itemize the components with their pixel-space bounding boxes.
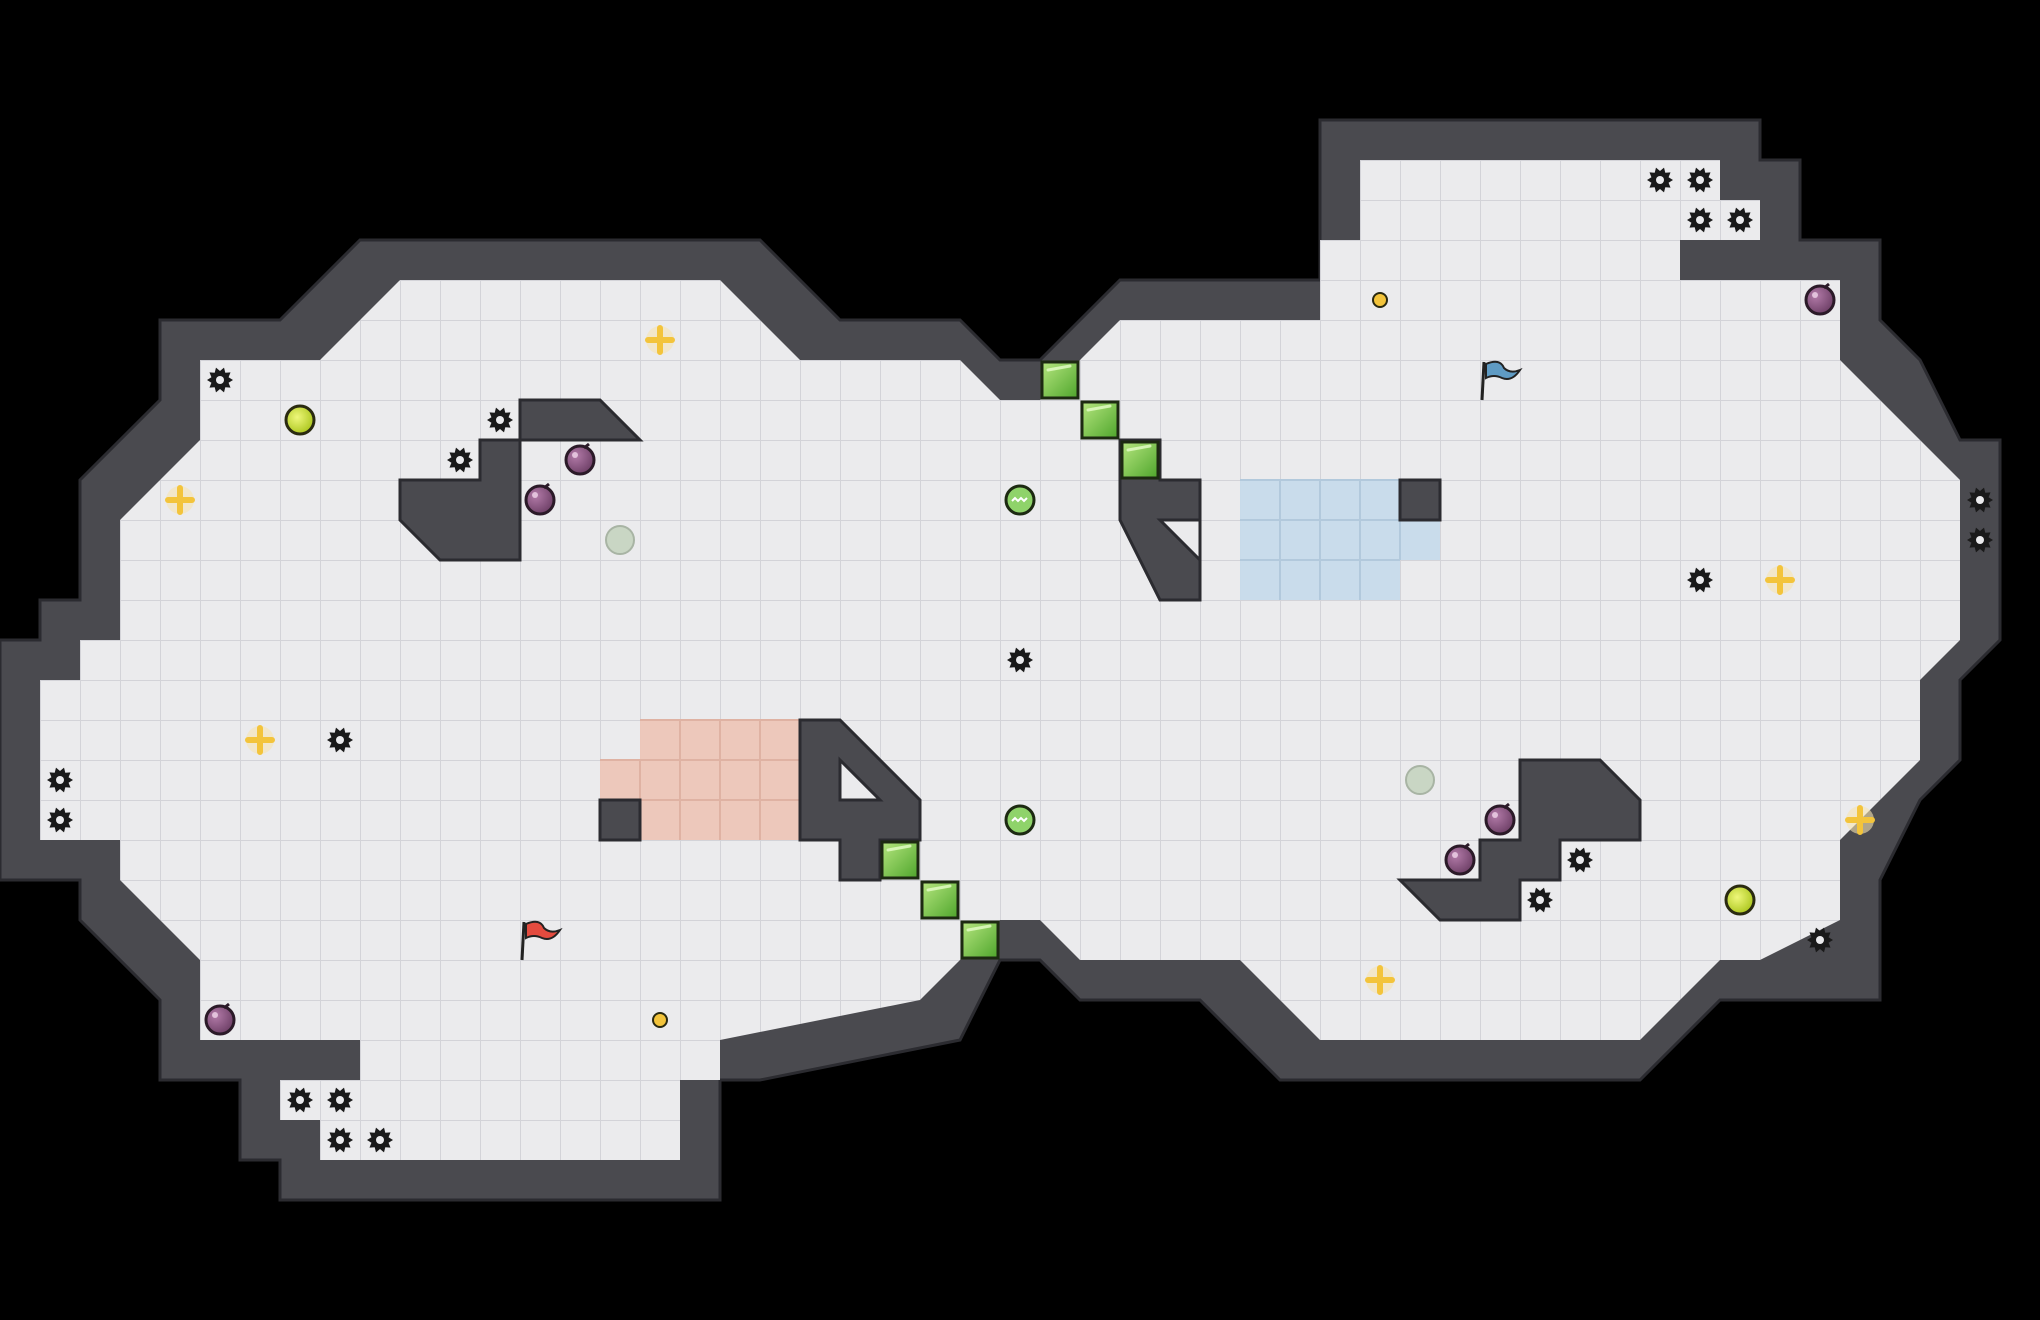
plus-icon [1845, 805, 1875, 835]
bomb-icon [1444, 842, 1476, 876]
gear-icon [1727, 207, 1753, 233]
gear-icon [1567, 847, 1593, 873]
gear-icon [1687, 167, 1713, 193]
plus-icon [165, 485, 195, 515]
gear-icon [47, 807, 73, 833]
grey-orb-icon [1405, 765, 1435, 795]
green-block [1040, 360, 1080, 400]
green-block [1080, 400, 1120, 440]
gear-icon [1687, 567, 1713, 593]
gear-icon [327, 727, 353, 753]
green-token-icon [1004, 804, 1036, 836]
red-zone [600, 719, 800, 840]
gear-icon [287, 1087, 313, 1113]
green-block [960, 920, 1000, 960]
plus-icon [1765, 565, 1795, 595]
gear-icon [1967, 487, 1993, 513]
gear-hazards [47, 167, 1993, 1153]
blue-flag-icon[interactable] [1480, 360, 1523, 401]
gear-icon [47, 767, 73, 793]
gear-icon [207, 367, 233, 393]
gear-icon [1527, 887, 1553, 913]
red-flag-icon[interactable] [520, 920, 563, 961]
plus-icon [645, 325, 675, 355]
gear-icon [327, 1127, 353, 1153]
gear-icon [1807, 927, 1833, 953]
bomb-icon [204, 1002, 236, 1036]
gear-icon [447, 447, 473, 473]
green-block [880, 840, 920, 880]
yellow-orb-icon [284, 404, 316, 436]
plus-pickups [165, 325, 1875, 995]
gear-icon [367, 1127, 393, 1153]
plus-icon [245, 725, 275, 755]
gear-icon [1007, 647, 1033, 673]
yellow-orb-icon [1724, 884, 1756, 916]
green-block [1120, 440, 1160, 480]
green-token-icon [1004, 484, 1036, 516]
plus-icon [1365, 965, 1395, 995]
gear-icon [1967, 527, 1993, 553]
gold-dot-icon [652, 1012, 668, 1028]
green-block [920, 880, 960, 920]
gear-icon [487, 407, 513, 433]
bomb-icon [524, 482, 556, 516]
grey-orb-icon [605, 525, 635, 555]
gear-icon [1647, 167, 1673, 193]
gear-icon [327, 1087, 353, 1113]
misc-items [284, 292, 1756, 1028]
interior-walls [398, 398, 1642, 922]
green-blocks [880, 360, 1160, 960]
bomb-icon [564, 442, 596, 476]
blue-zone [1240, 479, 1440, 600]
gear-icon [1687, 207, 1713, 233]
bomb-icon [1484, 802, 1516, 836]
gold-dot-icon [1372, 292, 1388, 308]
bomb-icon [1804, 282, 1836, 316]
bomb-pickups [204, 282, 1836, 1036]
